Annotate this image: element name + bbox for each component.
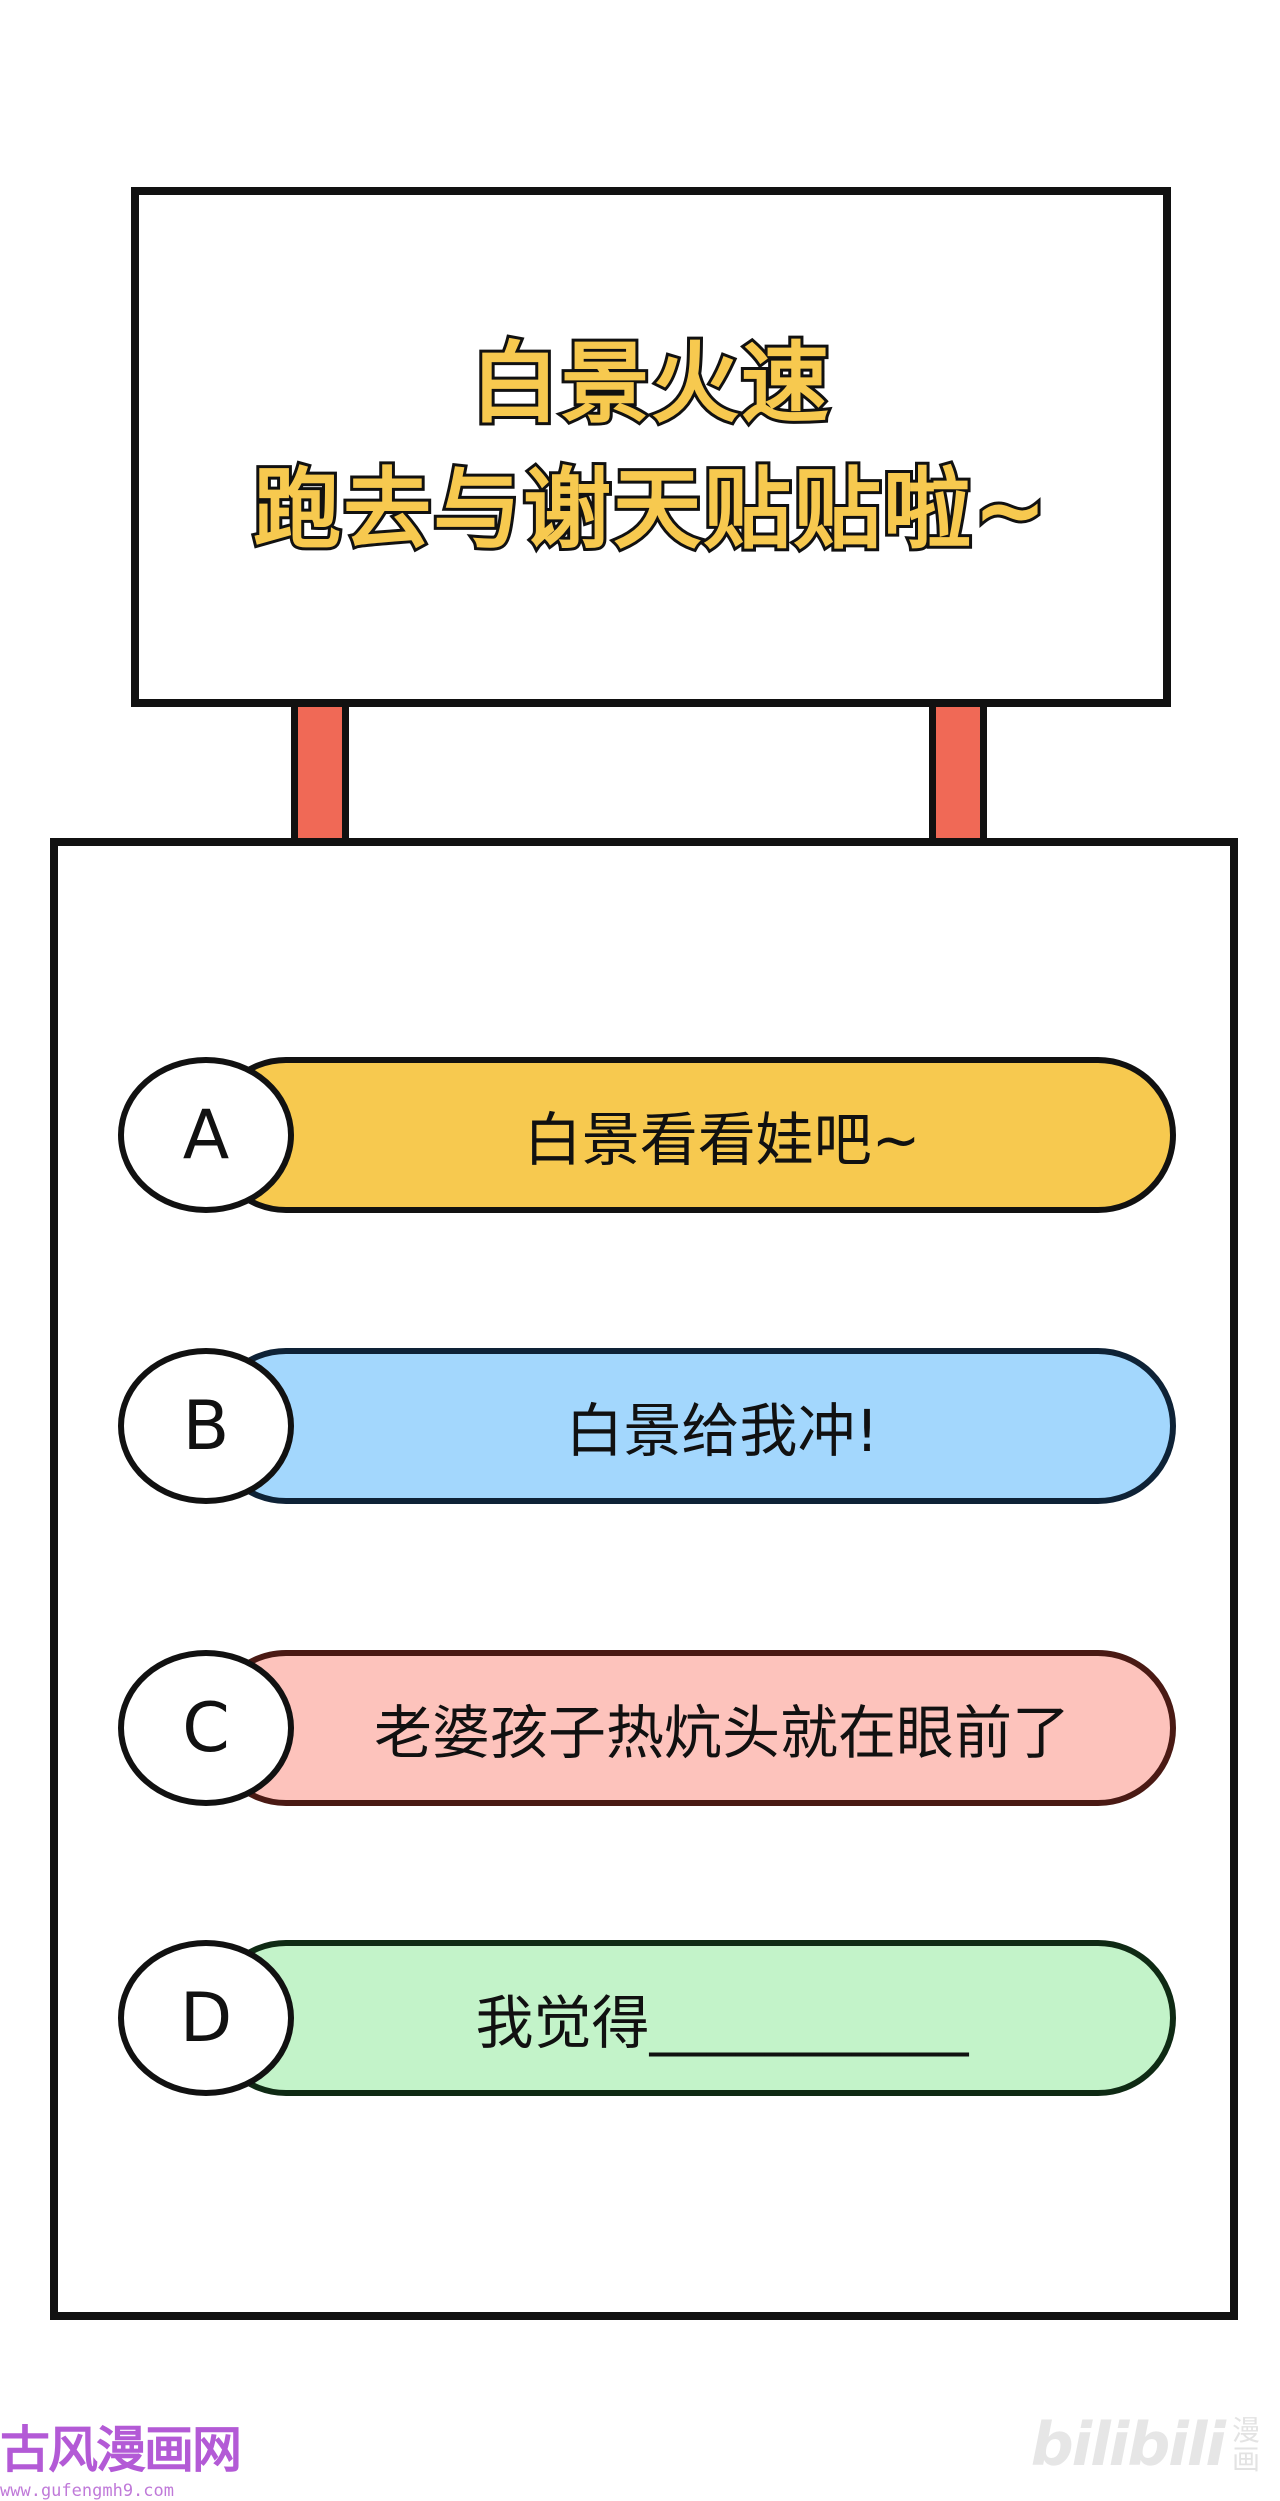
option-b[interactable]: 白景给我冲! B (118, 1348, 1176, 1504)
site-watermark-name: 古风漫画网 (0, 2421, 242, 2479)
option-a-badge: A (118, 1057, 294, 1213)
title-line-2: 跑去与谢天贴贴啦~ (250, 455, 1050, 564)
title-sign: 白景火速 跑去与谢天贴贴啦~ (131, 187, 1171, 707)
option-c[interactable]: 老婆孩子热炕头就在眼前了 C (118, 1650, 1176, 1806)
bilibili-logo-text: bilibili (1030, 2410, 1226, 2480)
option-c-pill[interactable]: 老婆孩子热炕头就在眼前了 (208, 1650, 1176, 1806)
option-b-badge: B (118, 1348, 294, 1504)
option-a-text: 白景看看娃吧~ (523, 1106, 921, 1174)
option-d-badge: D (118, 1940, 294, 2096)
option-a[interactable]: 白景看看娃吧~ A (118, 1057, 1176, 1213)
site-watermark: 古风漫画网 www.gufengmh9.com (0, 2421, 242, 2501)
option-d[interactable]: 我觉得___________ D (118, 1940, 1176, 2096)
title-line-1: 白景火速 (468, 329, 832, 438)
option-d-text: 我觉得___________ (475, 1989, 969, 2057)
option-d-pill[interactable]: 我觉得___________ (208, 1940, 1176, 2096)
sign-post-right (929, 707, 987, 841)
option-c-badge: C (118, 1650, 294, 1806)
site-watermark-url: www.gufengmh9.com (0, 2481, 174, 2501)
option-a-pill[interactable]: 白景看看娃吧~ (208, 1057, 1176, 1213)
sign-post-left (291, 707, 349, 841)
bilibili-logo-sub: 漫画 (1232, 2413, 1261, 2476)
option-b-pill[interactable]: 白景给我冲! (208, 1348, 1176, 1504)
option-b-text: 白景给我冲! (565, 1397, 879, 1465)
bilibili-watermark: bilibili 漫画 (1031, 2410, 1262, 2480)
option-c-text: 老婆孩子热炕头就在眼前了 (373, 1699, 1070, 1767)
